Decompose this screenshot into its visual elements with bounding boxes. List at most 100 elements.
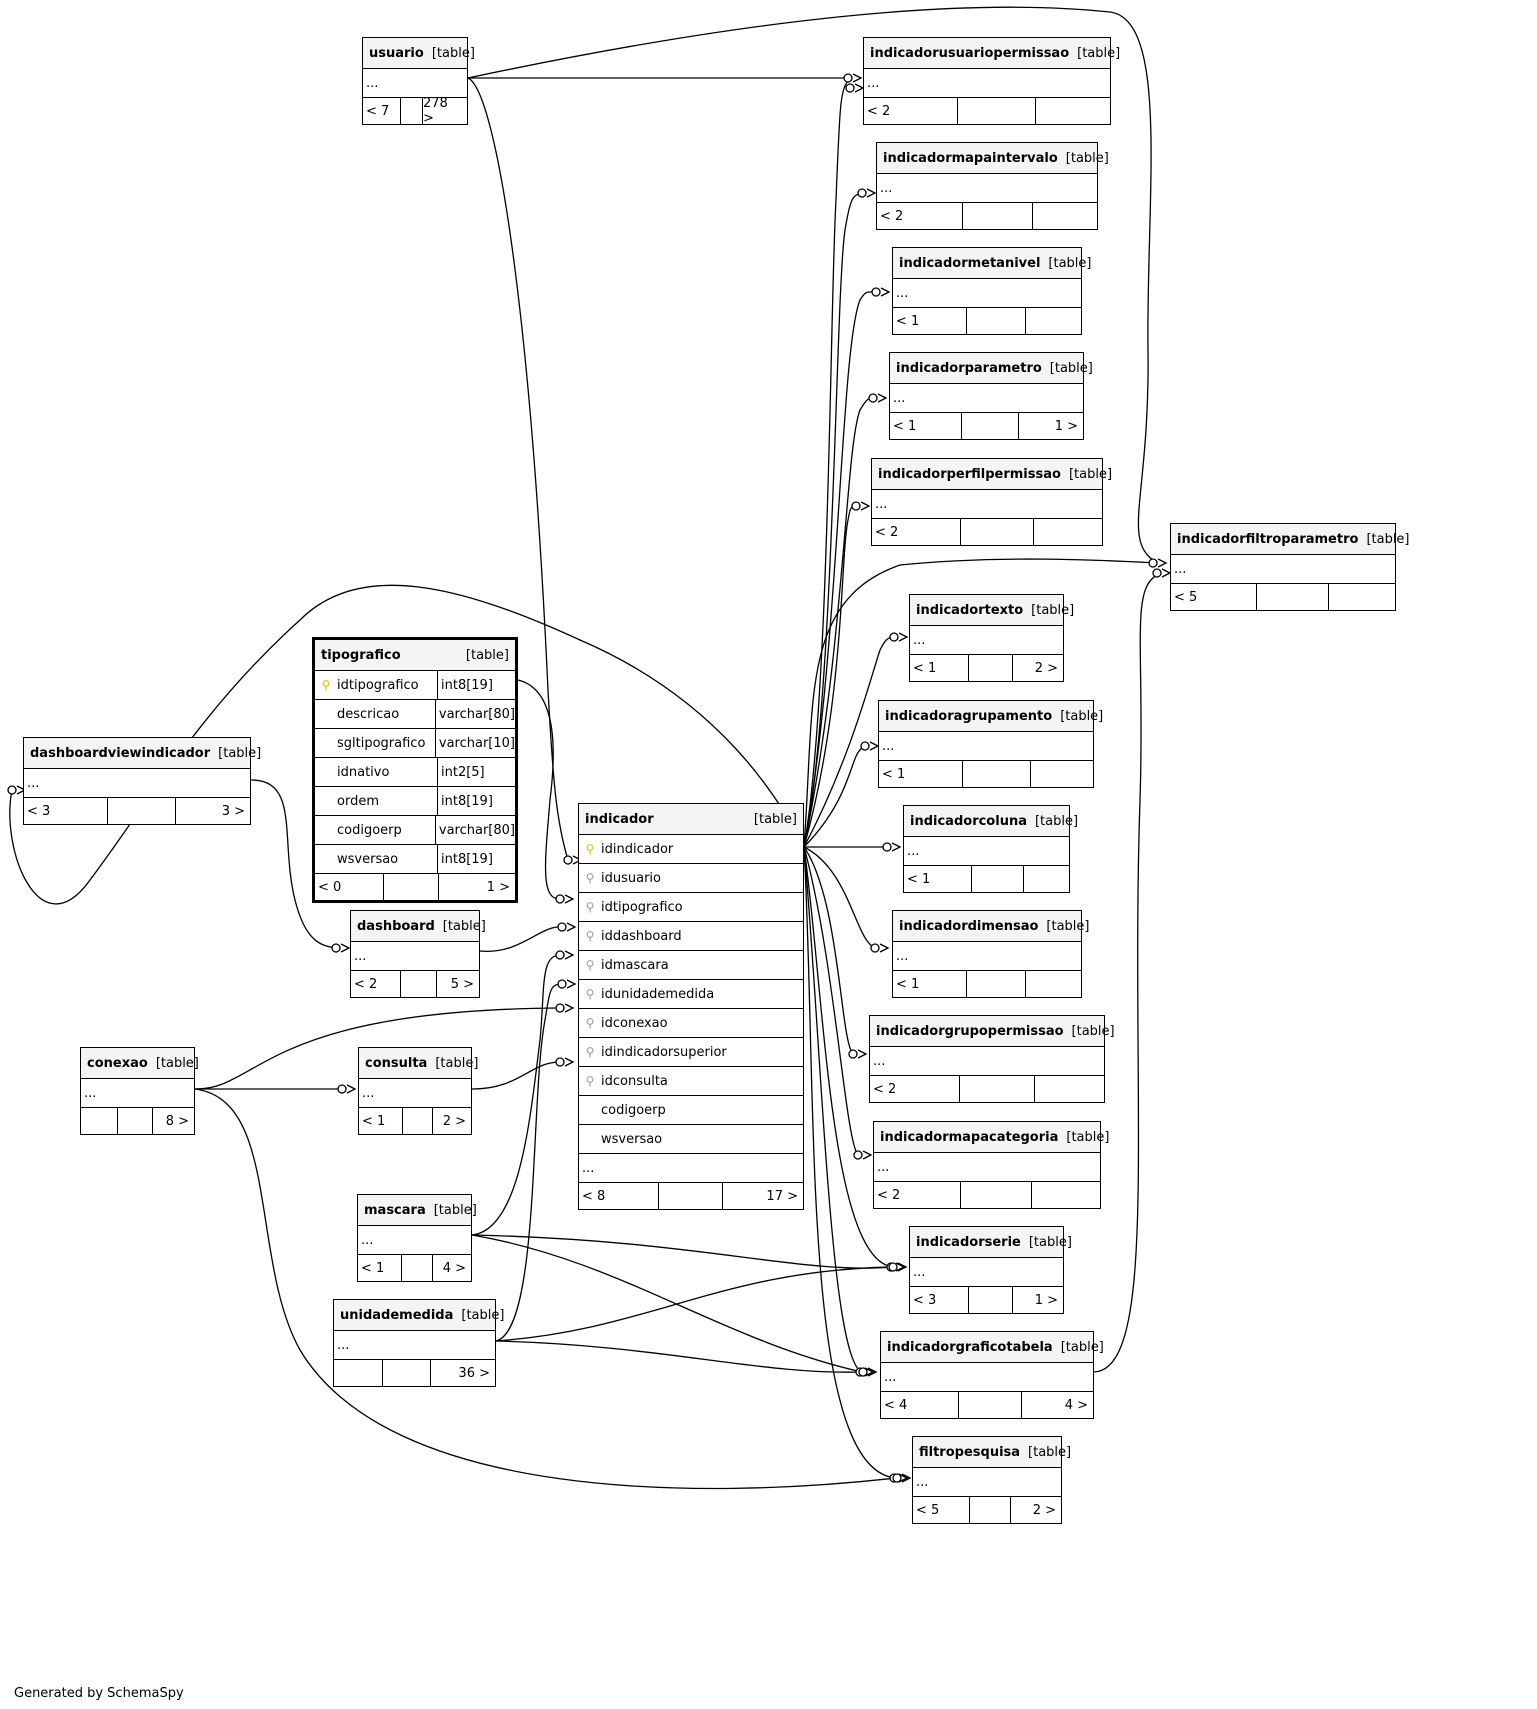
cardinality-marker	[851, 501, 861, 511]
table-indicadorfiltroparametro[interactable]: indicadorfiltroparametro[table] ... < 5	[1170, 523, 1410, 611]
column-name: codigoerp	[601, 1102, 666, 1118]
column-name-cell: ⚲idtipografico	[315, 671, 437, 699]
foreign-key-icon: ⚲	[585, 958, 595, 972]
crowfoot-arrow	[891, 842, 902, 852]
parents-count: < 4	[881, 1392, 959, 1418]
parents-count: < 2	[874, 1182, 961, 1208]
children-count: 2 >	[442, 1113, 466, 1129]
crowfoot-arrow	[566, 979, 577, 989]
column-type: varchar[80]	[434, 816, 515, 844]
relationship-edge	[9, 584, 805, 905]
table-indicadormapaintervalo[interactable]: indicadormapaintervalo[table] ... < 2	[876, 142, 1109, 230]
column-row: ⚲idmascara	[579, 951, 803, 980]
column-name: idconexao	[601, 1015, 668, 1031]
relationship-edge	[467, 77, 569, 861]
table-name: tipografico	[321, 647, 401, 663]
column-name: idnativo	[337, 764, 390, 780]
foreign-key-icon: ⚲	[585, 1045, 595, 1059]
table-name: usuario	[369, 45, 424, 61]
crowfoot-arrow	[898, 632, 909, 642]
parents-count: < 0	[315, 874, 384, 900]
column-name: wsversao	[337, 851, 399, 867]
table-indicadorcoluna[interactable]: indicadorcoluna[table] ... < 1	[903, 805, 1078, 893]
table-conexao[interactable]: conexao[table] ... 8 >	[80, 1047, 199, 1135]
column-row: ⚲iddashboard	[579, 922, 803, 951]
foreign-key-icon: ⚲	[585, 1074, 595, 1088]
cardinality-marker	[870, 943, 880, 953]
parents-count: < 2	[864, 98, 958, 124]
table-name: indicadormetanivel	[899, 255, 1041, 271]
relationship-edge	[495, 983, 563, 1342]
table-indicadorgrupopermissao[interactable]: indicadorgrupopermissao[table] ... < 2	[869, 1015, 1115, 1103]
column-name-cell: descricao	[315, 700, 435, 728]
table-name: unidademedida	[340, 1307, 454, 1323]
table-name: indicadormapacategoria	[880, 1129, 1059, 1145]
table-indicadormetanivel[interactable]: indicadormetanivel[table] ... < 1	[892, 247, 1092, 335]
foreign-key-icon: ⚲	[585, 871, 595, 885]
relationship-edge	[803, 505, 857, 848]
crowfoot-arrow	[564, 1057, 575, 1067]
parents-count: < 5	[1171, 584, 1257, 610]
relationship-edge	[471, 954, 561, 1236]
columns-ellipsis: ...	[875, 496, 888, 512]
relationship-edge	[1093, 574, 1158, 1373]
children-count	[1035, 1076, 1104, 1102]
columns-ellipsis: ...	[880, 180, 893, 196]
table-tag: [table]	[1049, 360, 1093, 376]
table-indicadorperfilpermissao[interactable]: indicadorperfilpermissao[table] ... < 2	[871, 458, 1112, 546]
parents-count: < 7	[363, 98, 401, 124]
table-indicadordimensao[interactable]: indicadordimensao[table] ... < 1	[892, 910, 1090, 998]
relationship-edge	[194, 1007, 561, 1090]
column-name: wsversao	[601, 1131, 663, 1147]
parents-count: < 1	[358, 1255, 402, 1281]
column-name: idunidademedida	[601, 986, 715, 1002]
column-name-cell: ordem	[315, 787, 437, 815]
foreign-key-icon: ⚲	[585, 1016, 595, 1030]
table-tag: [table]	[1031, 602, 1075, 618]
crowfoot-arrow	[854, 83, 865, 93]
table-indicadoragrupamento[interactable]: indicadoragrupamento[table] ... < 1	[878, 700, 1103, 788]
relationship-edge	[479, 926, 563, 952]
table-indicadormapacategoria[interactable]: indicadormapacategoria[table] ... < 2	[873, 1121, 1109, 1209]
column-row: ⚲ idconexao	[579, 1009, 803, 1038]
cardinality-marker	[1148, 558, 1158, 568]
cardinality-marker	[857, 188, 867, 198]
table-indicadorusuariopermissao[interactable]: indicadorusuariopermissao[table] ... < 2	[863, 37, 1120, 125]
children-count: 5 >	[450, 976, 474, 992]
table-name: conexao	[87, 1055, 148, 1071]
table-unidademedida[interactable]: unidademedida[table] ... 36 >	[333, 1299, 504, 1387]
children-count: 17 >	[766, 1188, 798, 1204]
parents-count: < 3	[24, 798, 108, 824]
parents-count: < 8	[579, 1183, 659, 1209]
crowfoot-arrow	[564, 1003, 575, 1013]
cardinality-marker	[858, 1367, 868, 1377]
cardinality-marker	[331, 943, 341, 953]
cardinality-marker	[337, 1084, 347, 1094]
children-count: 8 >	[165, 1113, 189, 1129]
relationship-edge	[517, 679, 561, 900]
table-tag: [table]	[1028, 1234, 1072, 1250]
table-tag: [table]	[433, 1202, 477, 1218]
column-name: idtipografico	[601, 899, 683, 915]
parents-count: < 1	[890, 413, 962, 439]
children-count: 36 >	[458, 1365, 490, 1381]
table-name: indicadortexto	[916, 602, 1024, 618]
table-indicador[interactable]: indicador[table] ⚲idindicador⚲idusuario⚲…	[578, 803, 804, 1210]
table-tag: [table]	[1071, 1023, 1115, 1039]
cardinality-marker	[7, 785, 17, 795]
relationship-edge	[803, 192, 863, 848]
columns-ellipsis: ...	[913, 1264, 926, 1280]
cardinality-marker	[868, 393, 878, 403]
